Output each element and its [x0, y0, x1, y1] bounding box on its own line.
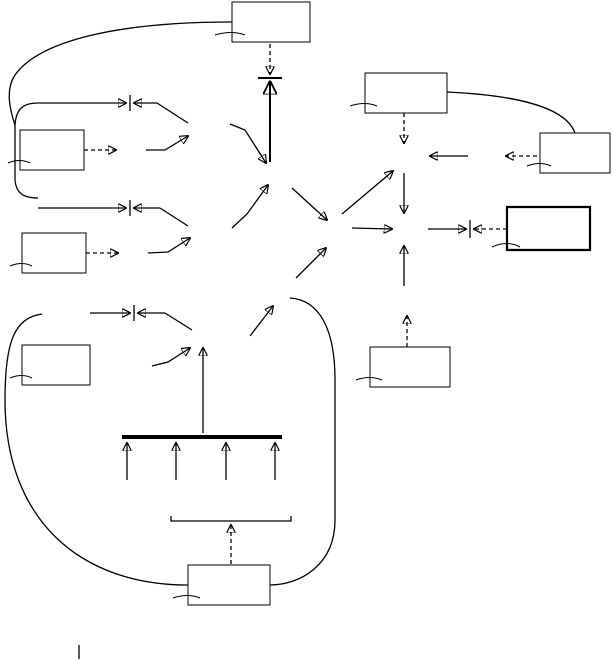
document-right-side [526, 132, 611, 174]
document-right-bottom [355, 346, 451, 388]
line-lower-to-junction [295, 248, 326, 279]
line-r2-elbow [159, 207, 189, 227]
line-junction-up-right [341, 171, 393, 215]
line-r1-elbow [156, 102, 189, 124]
curve-top-left-arc [8, 21, 233, 126]
document-right-top [349, 72, 448, 114]
document-output [491, 205, 592, 252]
document-left-1 [7, 129, 85, 171]
document-bottom [172, 564, 271, 606]
bottom-bracket [170, 516, 292, 522]
line-r3-up [151, 348, 190, 367]
curve-left-bracket-1 [14, 102, 39, 199]
curve-right-loop [269, 297, 336, 586]
document-left-3 [9, 344, 91, 386]
line-r2-to-hub [231, 185, 268, 229]
line-r1-up [146, 136, 188, 151]
document-top [214, 1, 311, 43]
document-left-2 [9, 232, 87, 274]
line-r1-to-hub [229, 123, 266, 163]
line-hub-right [291, 187, 327, 220]
line-r3-to-lower [249, 306, 273, 337]
line-junction-right [351, 228, 392, 229]
curve-bottom-loop [4, 313, 189, 586]
line-r3-elbow [164, 312, 193, 331]
line-r2-up [147, 238, 190, 254]
curve-right-top-arc [446, 91, 576, 134]
